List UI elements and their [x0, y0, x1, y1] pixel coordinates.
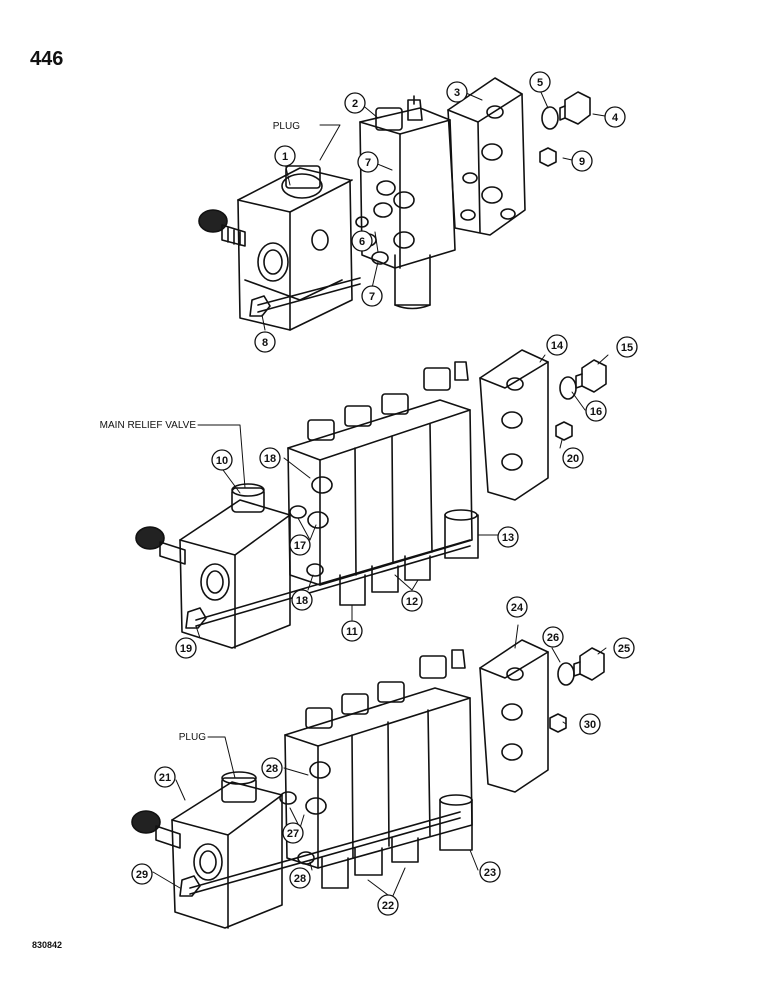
- o-ring: [371, 251, 389, 265]
- hex-nut: [555, 421, 573, 441]
- callout-6: 6: [359, 236, 365, 248]
- middle-valve-assembly: [135, 349, 607, 649]
- callout-18-lower: 18: [296, 595, 308, 607]
- callout-24: 24: [511, 602, 524, 614]
- label-plug-top: PLUG: [273, 121, 300, 132]
- callout-8: 8: [262, 337, 268, 349]
- callout-9: 9: [579, 156, 585, 168]
- outlet-section: [479, 349, 549, 501]
- top-valve-assembly: [198, 77, 591, 331]
- label-plug-bottom: PLUG: [179, 732, 206, 743]
- hex-nut: [539, 147, 557, 167]
- callout-25: 25: [618, 643, 630, 655]
- o-ring: [559, 376, 577, 400]
- spool-stack: [287, 361, 479, 606]
- callout-19: 19: [180, 643, 192, 655]
- callout-12: 12: [406, 596, 418, 608]
- spool-section: [359, 95, 456, 310]
- hex-nut: [549, 713, 567, 733]
- page-number: 446: [30, 48, 64, 70]
- callout-20: 20: [567, 453, 579, 465]
- callout-28: 28: [266, 763, 278, 775]
- tie-bolt: [189, 811, 461, 895]
- callout-22: 22: [382, 900, 394, 912]
- spool-stack: [284, 649, 473, 889]
- plug-fitting: [573, 647, 605, 681]
- tie-bolt: [257, 277, 361, 313]
- o-ring: [289, 505, 307, 519]
- callout-2: 2: [352, 98, 358, 110]
- callout-18: 18: [264, 453, 276, 465]
- callout-7: 7: [365, 157, 371, 169]
- o-ring: [355, 216, 369, 228]
- outlet-section: [447, 77, 526, 236]
- callout-7-lower: 7: [369, 291, 375, 303]
- callout-21: 21: [159, 772, 171, 784]
- callout-1: 1: [282, 151, 288, 163]
- document-code: 830842: [32, 940, 63, 950]
- callout-30: 30: [584, 719, 596, 731]
- label-main-relief-valve: MAIN RELIEF VALVE: [100, 420, 197, 431]
- callout-13: 13: [502, 532, 514, 544]
- adjuster-knob: [198, 209, 246, 247]
- outlet-section: [479, 639, 549, 793]
- callout-3: 3: [454, 87, 460, 99]
- callout-27: 27: [287, 828, 299, 840]
- callout-23: 23: [484, 867, 496, 879]
- adjuster-knob: [135, 526, 186, 565]
- callout-28-lower: 28: [294, 873, 306, 885]
- callout-11: 11: [346, 626, 358, 638]
- callout-17: 17: [294, 540, 306, 552]
- callout-14: 14: [551, 340, 564, 352]
- relief-inlet-section: [179, 483, 291, 649]
- o-ring: [297, 851, 315, 865]
- inlet-section: [171, 771, 283, 929]
- callout-16: 16: [590, 406, 602, 418]
- plug-fitting: [575, 359, 607, 393]
- o-ring: [279, 791, 297, 805]
- plug-fitting: [559, 91, 591, 125]
- callout-15: 15: [621, 342, 633, 354]
- o-ring: [557, 662, 575, 686]
- adjuster-knob: [131, 810, 181, 849]
- callout-4: 4: [612, 112, 619, 124]
- o-ring: [541, 106, 559, 130]
- bottom-valve-assembly: [131, 639, 605, 929]
- callout-circles: [131, 71, 638, 916]
- callout-26: 26: [547, 632, 559, 644]
- inlet-section: [237, 165, 353, 331]
- callout-5: 5: [537, 77, 543, 89]
- callout-10: 10: [216, 455, 228, 467]
- callout-29: 29: [136, 869, 148, 881]
- o-ring: [306, 563, 324, 577]
